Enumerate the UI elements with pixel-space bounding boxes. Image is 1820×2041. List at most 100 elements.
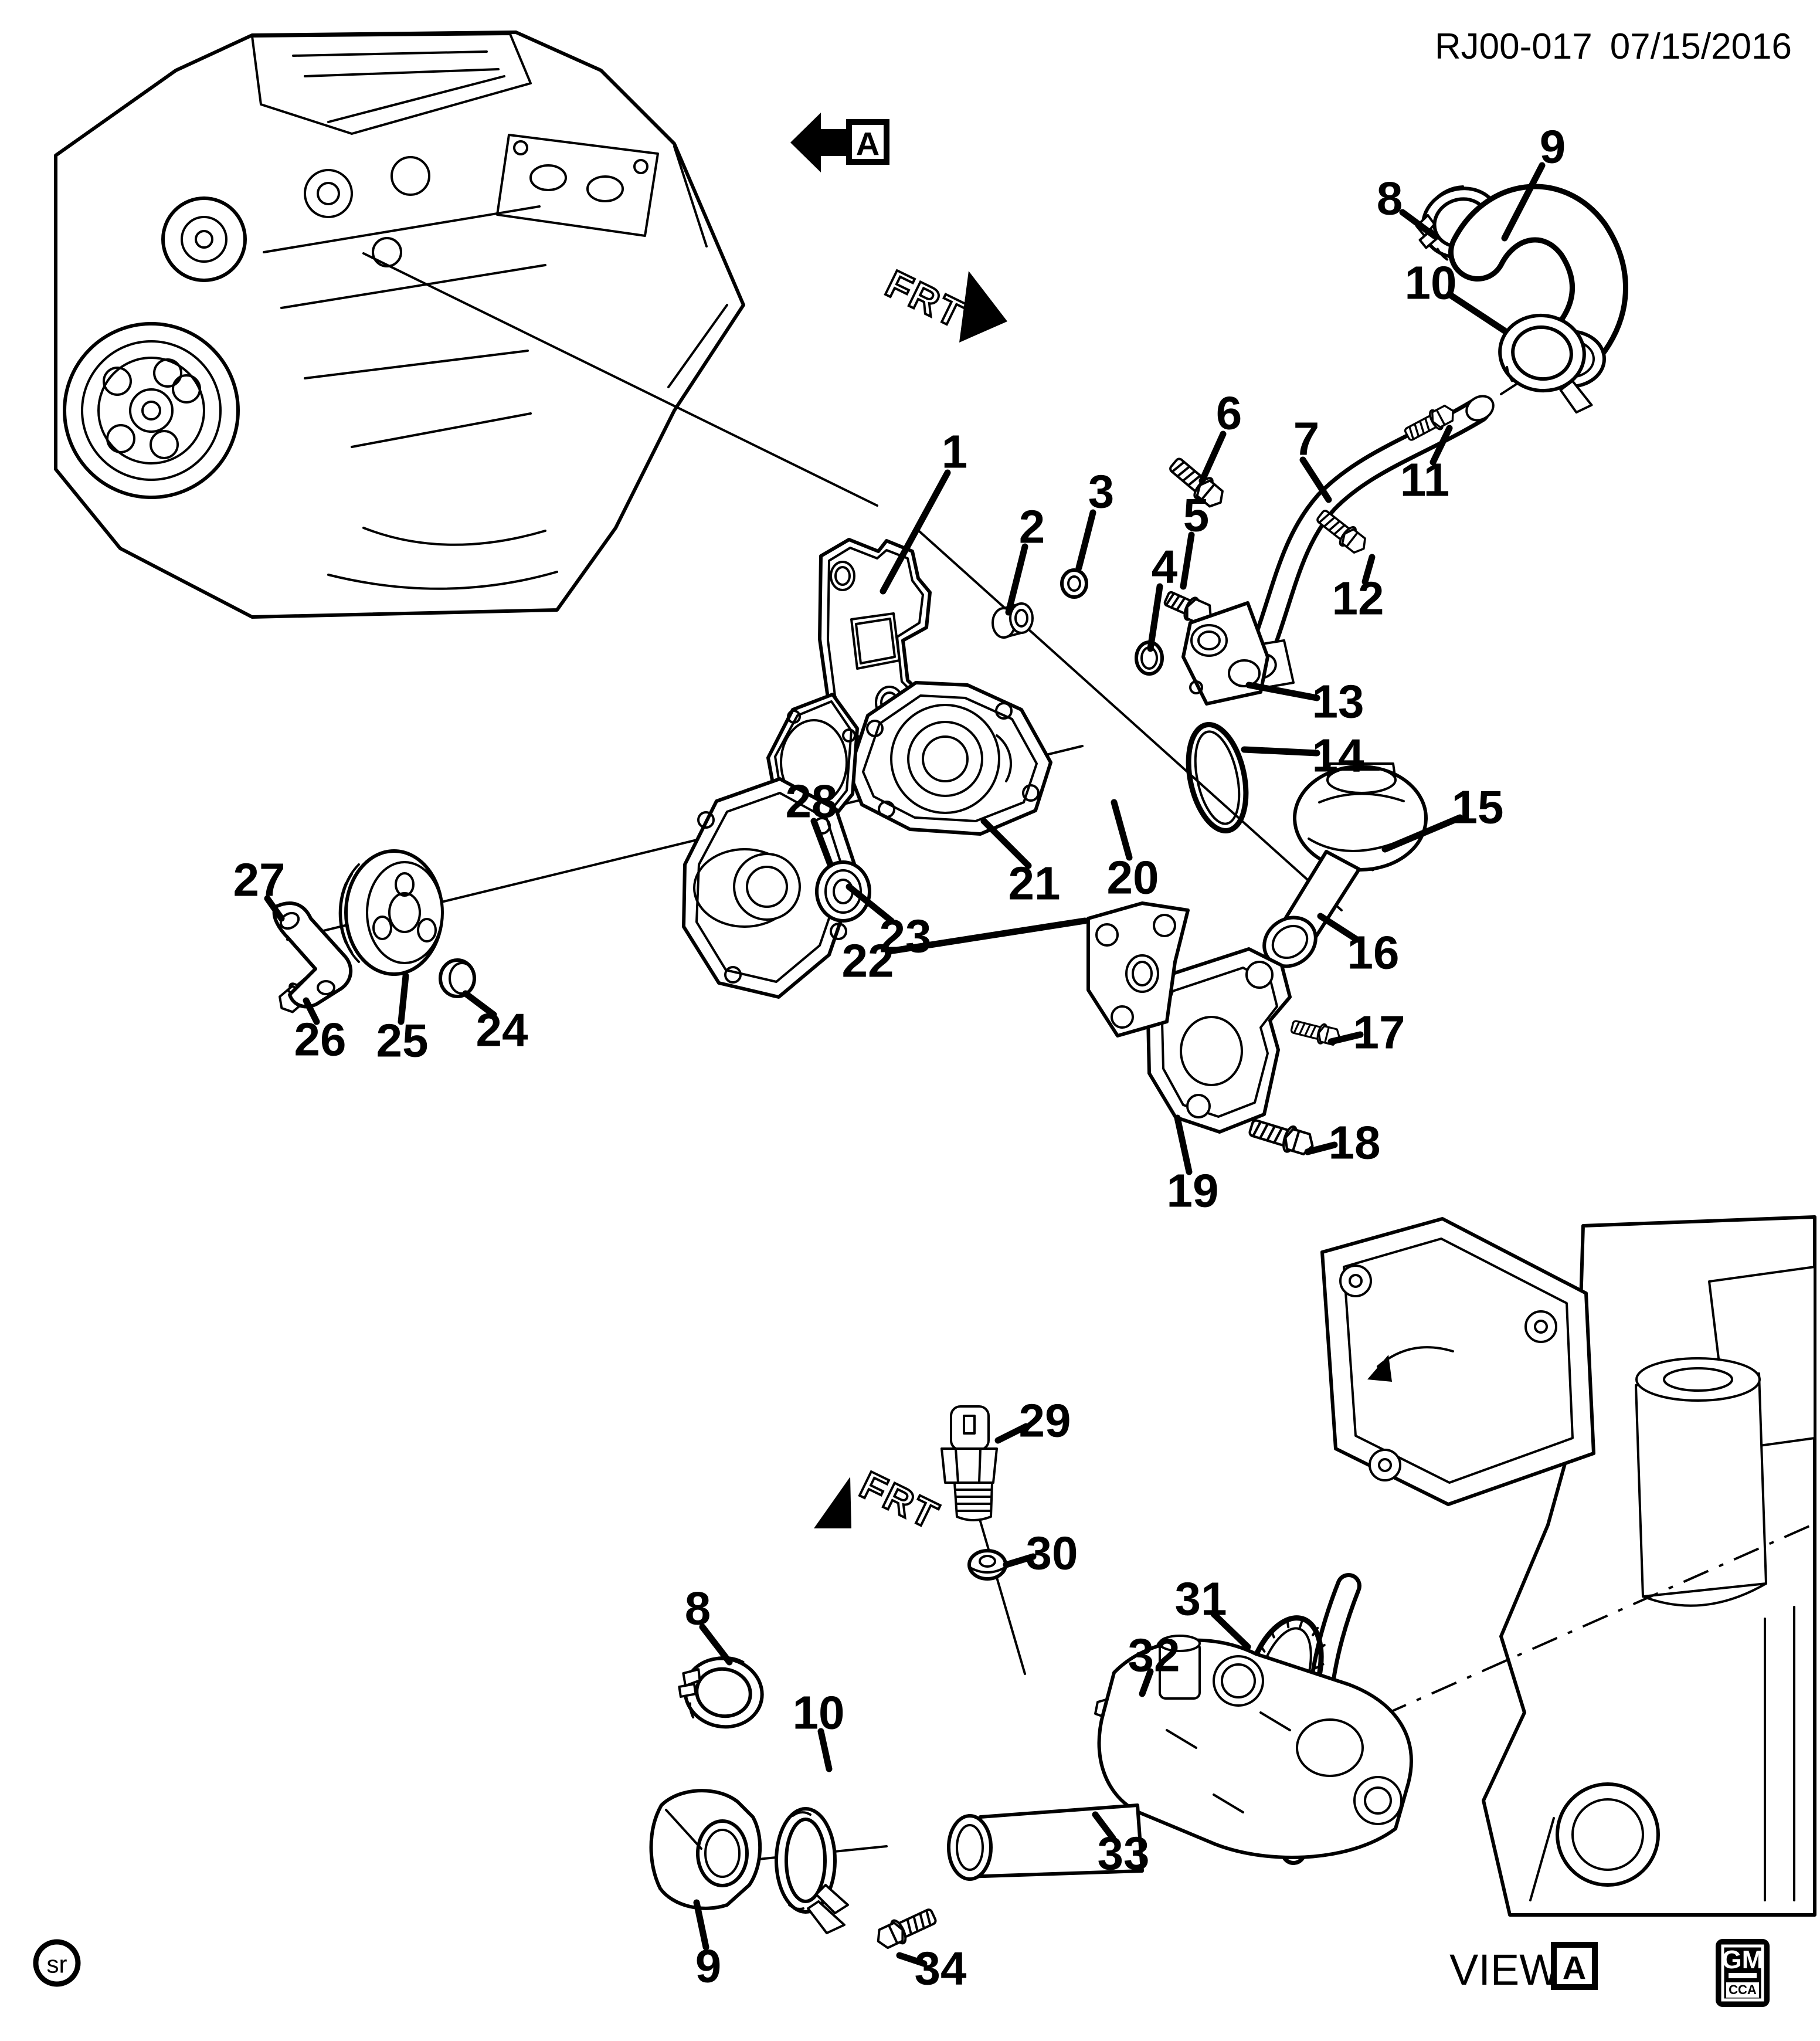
callout-8: 8 — [1377, 172, 1403, 225]
callout-leader-5 — [1180, 531, 1195, 590]
callout-leader-28 — [810, 818, 834, 868]
callout-28: 28 — [786, 775, 838, 828]
callout-34: 34 — [915, 1942, 967, 1995]
detail-arrow-icon — [790, 113, 847, 172]
callout-30: 30 — [1026, 1527, 1078, 1579]
callout-leader-9 — [693, 1899, 709, 1951]
callout-leader-12 — [1361, 554, 1376, 585]
frt-arrow-top: FRT — [878, 260, 1007, 343]
callout-leader-9 — [1501, 162, 1546, 242]
callout-leader-34 — [896, 1952, 928, 1967]
callout-leader-33 — [1092, 1811, 1116, 1842]
callout-5: 5 — [1183, 489, 1210, 541]
pulley-25 — [338, 849, 444, 976]
callout-33: 33 — [1098, 1828, 1150, 1880]
pump-cover-20 — [847, 681, 1052, 836]
callout-17: 17 — [1353, 1006, 1405, 1059]
thermostat-16 — [1262, 762, 1428, 968]
seal-24 — [439, 958, 476, 998]
seal-washer-30 — [967, 1549, 1007, 1581]
callout-leader-3 — [1075, 509, 1096, 571]
callout-25: 25 — [376, 1015, 429, 1067]
callout-leader-11 — [1429, 425, 1453, 466]
callout-leader-2 — [1005, 543, 1028, 616]
callout-13: 13 — [1312, 676, 1364, 728]
heater-hose-9-bottom — [649, 1789, 762, 1910]
callout-23: 23 — [880, 910, 932, 962]
gm-logo-subtext: CCA — [1729, 1982, 1757, 1997]
callout-9: 9 — [1540, 121, 1566, 173]
callout-32: 32 — [1128, 1629, 1180, 1681]
callout-19: 19 — [1167, 1165, 1219, 1217]
callout-leader-18 — [1304, 1141, 1338, 1155]
seal-ring-14 — [1186, 722, 1249, 833]
callout-10: 10 — [1405, 257, 1457, 309]
callout-9: 9 — [695, 1940, 722, 1992]
callout-18: 18 — [1329, 1117, 1381, 1169]
gasket-13 — [1181, 601, 1269, 706]
bushing-2 — [992, 602, 1034, 639]
callout-leader-27 — [264, 895, 285, 922]
construction-lines — [286, 252, 1810, 1863]
callout-leader-15 — [1381, 814, 1464, 853]
callout-leader-32 — [1139, 1668, 1154, 1697]
callout-leader-21 — [980, 818, 1032, 869]
callout-22: 22 — [842, 935, 894, 987]
callout-leader-22 — [885, 917, 1088, 955]
callout-leader-17 — [1327, 1031, 1364, 1045]
gm-logo: GM CCA — [1716, 1939, 1770, 2007]
callout-leader-25 — [398, 972, 409, 1025]
bracket-27 — [272, 901, 353, 1009]
hose-clamp-10-top — [1498, 313, 1593, 414]
callout-26: 26 — [294, 1013, 347, 1066]
frt-bottom-arrow-icon — [814, 1477, 851, 1528]
callout-leader-29 — [994, 1423, 1030, 1444]
view-label: VIEW A — [1449, 1942, 1598, 1994]
callout-leader-16 — [1317, 913, 1360, 943]
callout-leader-1 — [880, 469, 951, 595]
callout-11: 11 — [1400, 454, 1450, 506]
callout-16: 16 — [1347, 927, 1400, 979]
callout-21: 21 — [1009, 857, 1061, 910]
callout-leader-20 — [1111, 799, 1133, 861]
engine-front-view — [54, 30, 745, 619]
callout-15: 15 — [1452, 781, 1504, 833]
frt-arrow-bottom: FRT — [814, 1462, 948, 1539]
callout-6: 6 — [1216, 387, 1242, 439]
callout-7: 7 — [1293, 413, 1320, 465]
bracket-19 — [1146, 947, 1292, 1134]
frt-top-label: FRT — [880, 262, 973, 337]
callout-4: 4 — [1152, 541, 1178, 593]
gm-logo-text: GM — [1722, 1945, 1764, 1974]
callout-leader-7 — [1299, 456, 1332, 503]
callout-24: 24 — [476, 1004, 528, 1056]
callout-leader-23 — [846, 883, 895, 924]
callout-14: 14 — [1312, 730, 1364, 782]
callout-leader-8 — [699, 1623, 733, 1666]
callout-leader-4 — [1147, 583, 1163, 652]
detail-arrow-label: A — [856, 126, 880, 162]
callout-8: 8 — [685, 1582, 711, 1635]
callout-leader-6 — [1198, 430, 1227, 484]
callout-leader-19 — [1174, 1114, 1193, 1175]
callout-27: 27 — [233, 854, 286, 906]
hose-clamp-8-bottom — [673, 1649, 769, 1734]
gasket-22 — [1086, 901, 1190, 1038]
view-word: VIEW — [1449, 1945, 1560, 1994]
drawing-date: 07/15/2016 — [1610, 26, 1792, 67]
water-outlet-33 — [947, 1635, 1413, 1881]
callout-29: 29 — [1019, 1395, 1071, 1447]
hose-clamp-10-bottom — [775, 1807, 849, 1934]
callout-12: 12 — [1332, 572, 1384, 625]
callout-31: 31 — [1175, 1573, 1227, 1625]
callout-leader-14 — [1241, 746, 1320, 757]
callout-20: 20 — [1107, 852, 1159, 904]
view-ref: A — [1563, 1950, 1586, 1986]
callout-leader-13 — [1245, 682, 1320, 701]
shaft-seal-28 — [815, 860, 871, 923]
callout-1: 1 — [942, 426, 968, 478]
callout-3: 3 — [1088, 466, 1115, 518]
